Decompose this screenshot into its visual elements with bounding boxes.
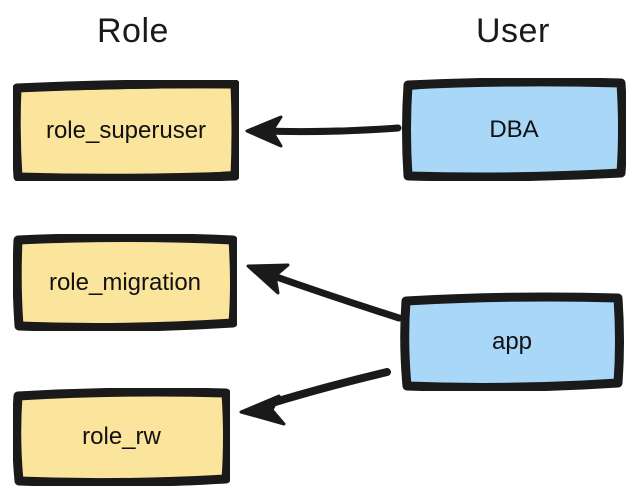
column-header-user: User xyxy=(476,12,550,50)
node-role-superuser[interactable]: role_superuser xyxy=(13,80,239,181)
column-header-role: Role xyxy=(97,12,169,50)
role-rw-box-shape xyxy=(13,388,230,486)
node-role-rw[interactable]: role_rw xyxy=(13,388,230,486)
node-user-dba[interactable]: DBA xyxy=(402,78,626,181)
edge-app-to-migration xyxy=(246,263,403,322)
node-role-migration[interactable]: role_migration xyxy=(13,234,237,331)
role-migration-box-shape xyxy=(13,234,237,331)
node-user-app[interactable]: app xyxy=(400,292,624,391)
user-app-box-shape xyxy=(400,292,624,391)
user-dba-box-shape xyxy=(402,78,626,181)
role-superuser-box-shape xyxy=(13,80,239,181)
edge-dba-to-superuser xyxy=(245,115,402,148)
edge-app-to-rw xyxy=(239,368,391,426)
